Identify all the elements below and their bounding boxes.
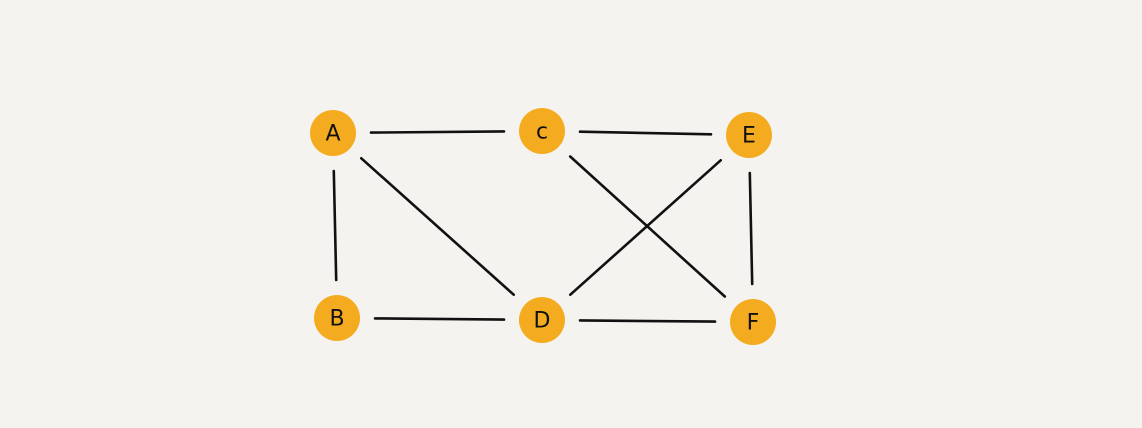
node-circle (310, 110, 356, 156)
node-label: c (536, 120, 548, 145)
node-label: D (534, 309, 551, 334)
edge-e-f (748, 171, 754, 286)
node-label: E (742, 124, 756, 149)
edge-a-d (359, 157, 516, 297)
edge-a-b (332, 169, 338, 282)
node-a: A (310, 110, 356, 156)
node-circle (519, 297, 565, 343)
node-label: B (329, 307, 344, 332)
edges-layer (332, 130, 754, 323)
edge-b-d (373, 317, 506, 321)
node-f: F (730, 299, 776, 345)
node-circle (730, 299, 776, 345)
node-d: D (519, 297, 565, 343)
edge-c-e (578, 130, 713, 136)
node-circle (519, 108, 565, 154)
node-c: c (519, 108, 565, 154)
node-e: E (726, 112, 772, 158)
node-b: B (314, 295, 360, 341)
node-label: A (325, 122, 340, 147)
node-circle (314, 295, 360, 341)
edge-a-c (369, 130, 506, 134)
node-label: F (747, 311, 760, 336)
node-circle (726, 112, 772, 158)
edge-d-f (578, 319, 717, 323)
edge-e-d (568, 159, 723, 297)
